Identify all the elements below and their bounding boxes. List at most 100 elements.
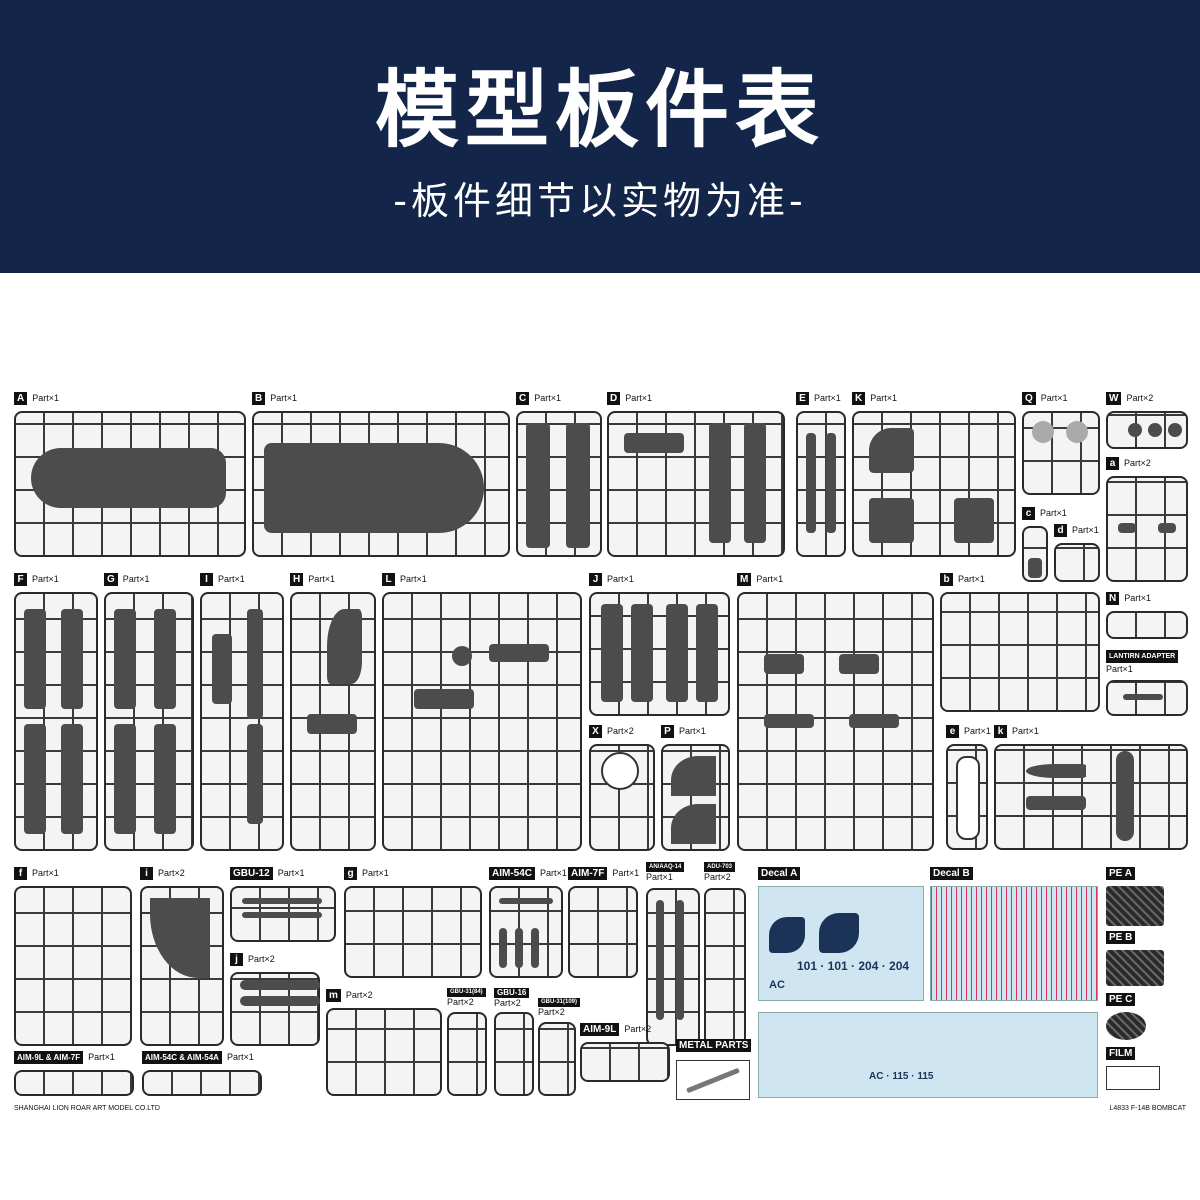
sprue-label: K: [852, 391, 866, 405]
sprue-qty: Part×1: [540, 868, 567, 878]
sprue-qty: Part×1: [1072, 525, 1099, 535]
sprue-j-lower: j Part×2: [230, 952, 320, 1046]
film-label: FILM: [1106, 1046, 1136, 1060]
sprue-label: H: [290, 572, 304, 586]
sprue-qty: Part×1: [270, 393, 298, 403]
sprue-qty: Part×2: [158, 868, 185, 878]
sprue-label: g: [344, 866, 357, 880]
sprue-qty: Part×1: [958, 574, 985, 584]
sprue-n: N Part×1: [1106, 591, 1188, 639]
sprue-qty: Part×2: [704, 872, 731, 882]
sprue-label: j: [230, 952, 243, 966]
title-banner: 模型板件表 -板件细节以实物为准-: [0, 0, 1200, 273]
sprue-label: A: [14, 391, 28, 405]
decal-b: Decal B: [930, 866, 1098, 1001]
sprue-label: D: [607, 391, 621, 405]
sprue-qty: Part×2: [345, 990, 373, 1000]
sprue-qty: Part×1: [32, 393, 60, 403]
sprue-d-small: d Part×1: [1054, 523, 1100, 582]
sprue-label: M: [737, 572, 752, 586]
sprue-label: B: [252, 391, 266, 405]
sprue-qty: Part×1: [122, 574, 150, 584]
sprue-label: Q: [1022, 391, 1036, 405]
sprue-i-lower: i Part×2: [140, 866, 224, 1046]
sprue-label: m: [326, 988, 341, 1002]
metal-rod: [676, 1060, 750, 1100]
decal-a: Decal A 101 · 101 · 204 · 204 AC: [758, 866, 924, 1001]
sprue-label: GBU-16: [494, 988, 530, 998]
sprue-label: d: [1054, 523, 1067, 537]
sprue-qty: Part×1: [308, 574, 336, 584]
decal-a-b-lower: AC · 115 · 115: [758, 1012, 1098, 1098]
sprue-label: f: [14, 866, 27, 880]
sprue-qty: Part×1: [400, 574, 427, 584]
sprue-label: AIM-54C: [489, 866, 536, 880]
sprue-label: GBU-12: [230, 866, 273, 880]
pe-c: PE C: [1106, 992, 1146, 1040]
sprue-qty: Part×2: [607, 726, 634, 736]
sprue-label: LANTIRN ADAPTER: [1106, 650, 1179, 663]
sprue-label: ADU-703: [704, 862, 736, 872]
sprue-gbu-31-84: GBU-31(84)Part×2: [447, 988, 487, 1096]
metal-parts-label: METAL PARTS: [676, 1038, 752, 1052]
sprue-label: W: [1106, 391, 1122, 405]
decal-label: Decal A: [758, 866, 801, 880]
sprue-label: i: [140, 866, 153, 880]
sprue-aim-54c-aim-54a: AIM-54C & AIM-54A Part×1: [142, 1050, 262, 1096]
sprue-qty: Part×1: [32, 868, 59, 878]
sprue-w: W Part×2: [1106, 391, 1188, 449]
sprue-a-lower: a Part×2: [1106, 456, 1188, 582]
sprue-qty: Part×2: [1126, 393, 1154, 403]
page-subtitle: -板件细节以实物为准-: [393, 179, 807, 223]
film: FILM: [1106, 1046, 1160, 1090]
sprue-qty: Part×1: [625, 393, 653, 403]
sprue-label: AIM-7F: [568, 866, 608, 880]
sprue-m-lower: m Part×2: [326, 988, 442, 1096]
sprue-label: c: [1022, 506, 1035, 520]
sprue-label: I: [200, 572, 213, 586]
sprue-label: GBU-31(84): [447, 988, 486, 997]
sprue-qty: Part×1: [646, 872, 673, 882]
sprue-h: H Part×1: [290, 572, 376, 851]
sprue-qty: Part×2: [538, 1007, 565, 1017]
sprue-label: k: [994, 724, 1007, 738]
sprue-qty: Part×2: [248, 954, 275, 964]
sprue-label: G: [104, 572, 118, 586]
sprue-f-lower: f Part×1: [14, 866, 132, 1046]
sprue-qty: Part×2: [1124, 458, 1151, 468]
decal-a-numbers: 101 · 101 · 204 · 204: [797, 959, 910, 973]
sprue-c: C Part×1: [516, 391, 602, 557]
pe-a: PE A: [1106, 866, 1164, 926]
sprue-label: N: [1106, 591, 1120, 605]
decal-a-code: AC: [769, 979, 785, 991]
sprue-label: C: [516, 391, 530, 405]
sprue-qty: Part×1: [534, 393, 562, 403]
sprue-label: AIM-54C & AIM-54A: [142, 1050, 222, 1064]
sprue-gbu-31-109: GBU-31(109)Part×2: [538, 998, 581, 1096]
sprue-i-upper: I Part×1: [200, 572, 284, 851]
sprue-qty: Part×1: [226, 1052, 254, 1062]
pe-label: PE C: [1106, 992, 1136, 1006]
sprue-b: B Part×1: [252, 391, 510, 557]
sprue-qty: Part×1: [1040, 393, 1068, 403]
sprue-qty: Part×1: [218, 574, 245, 584]
sprue-label: J: [589, 572, 602, 586]
sprue-label: AIM-9L & AIM-7F: [14, 1050, 84, 1064]
sprue-qty: Part×1: [1124, 593, 1152, 603]
sprue-gbu-12: GBU-12 Part×1: [230, 866, 336, 942]
sprue-qty: Part×1: [964, 726, 991, 736]
sprue-label: E: [796, 391, 809, 405]
sprue-label: a: [1106, 456, 1119, 470]
sprue-qty: Part×1: [277, 868, 305, 878]
